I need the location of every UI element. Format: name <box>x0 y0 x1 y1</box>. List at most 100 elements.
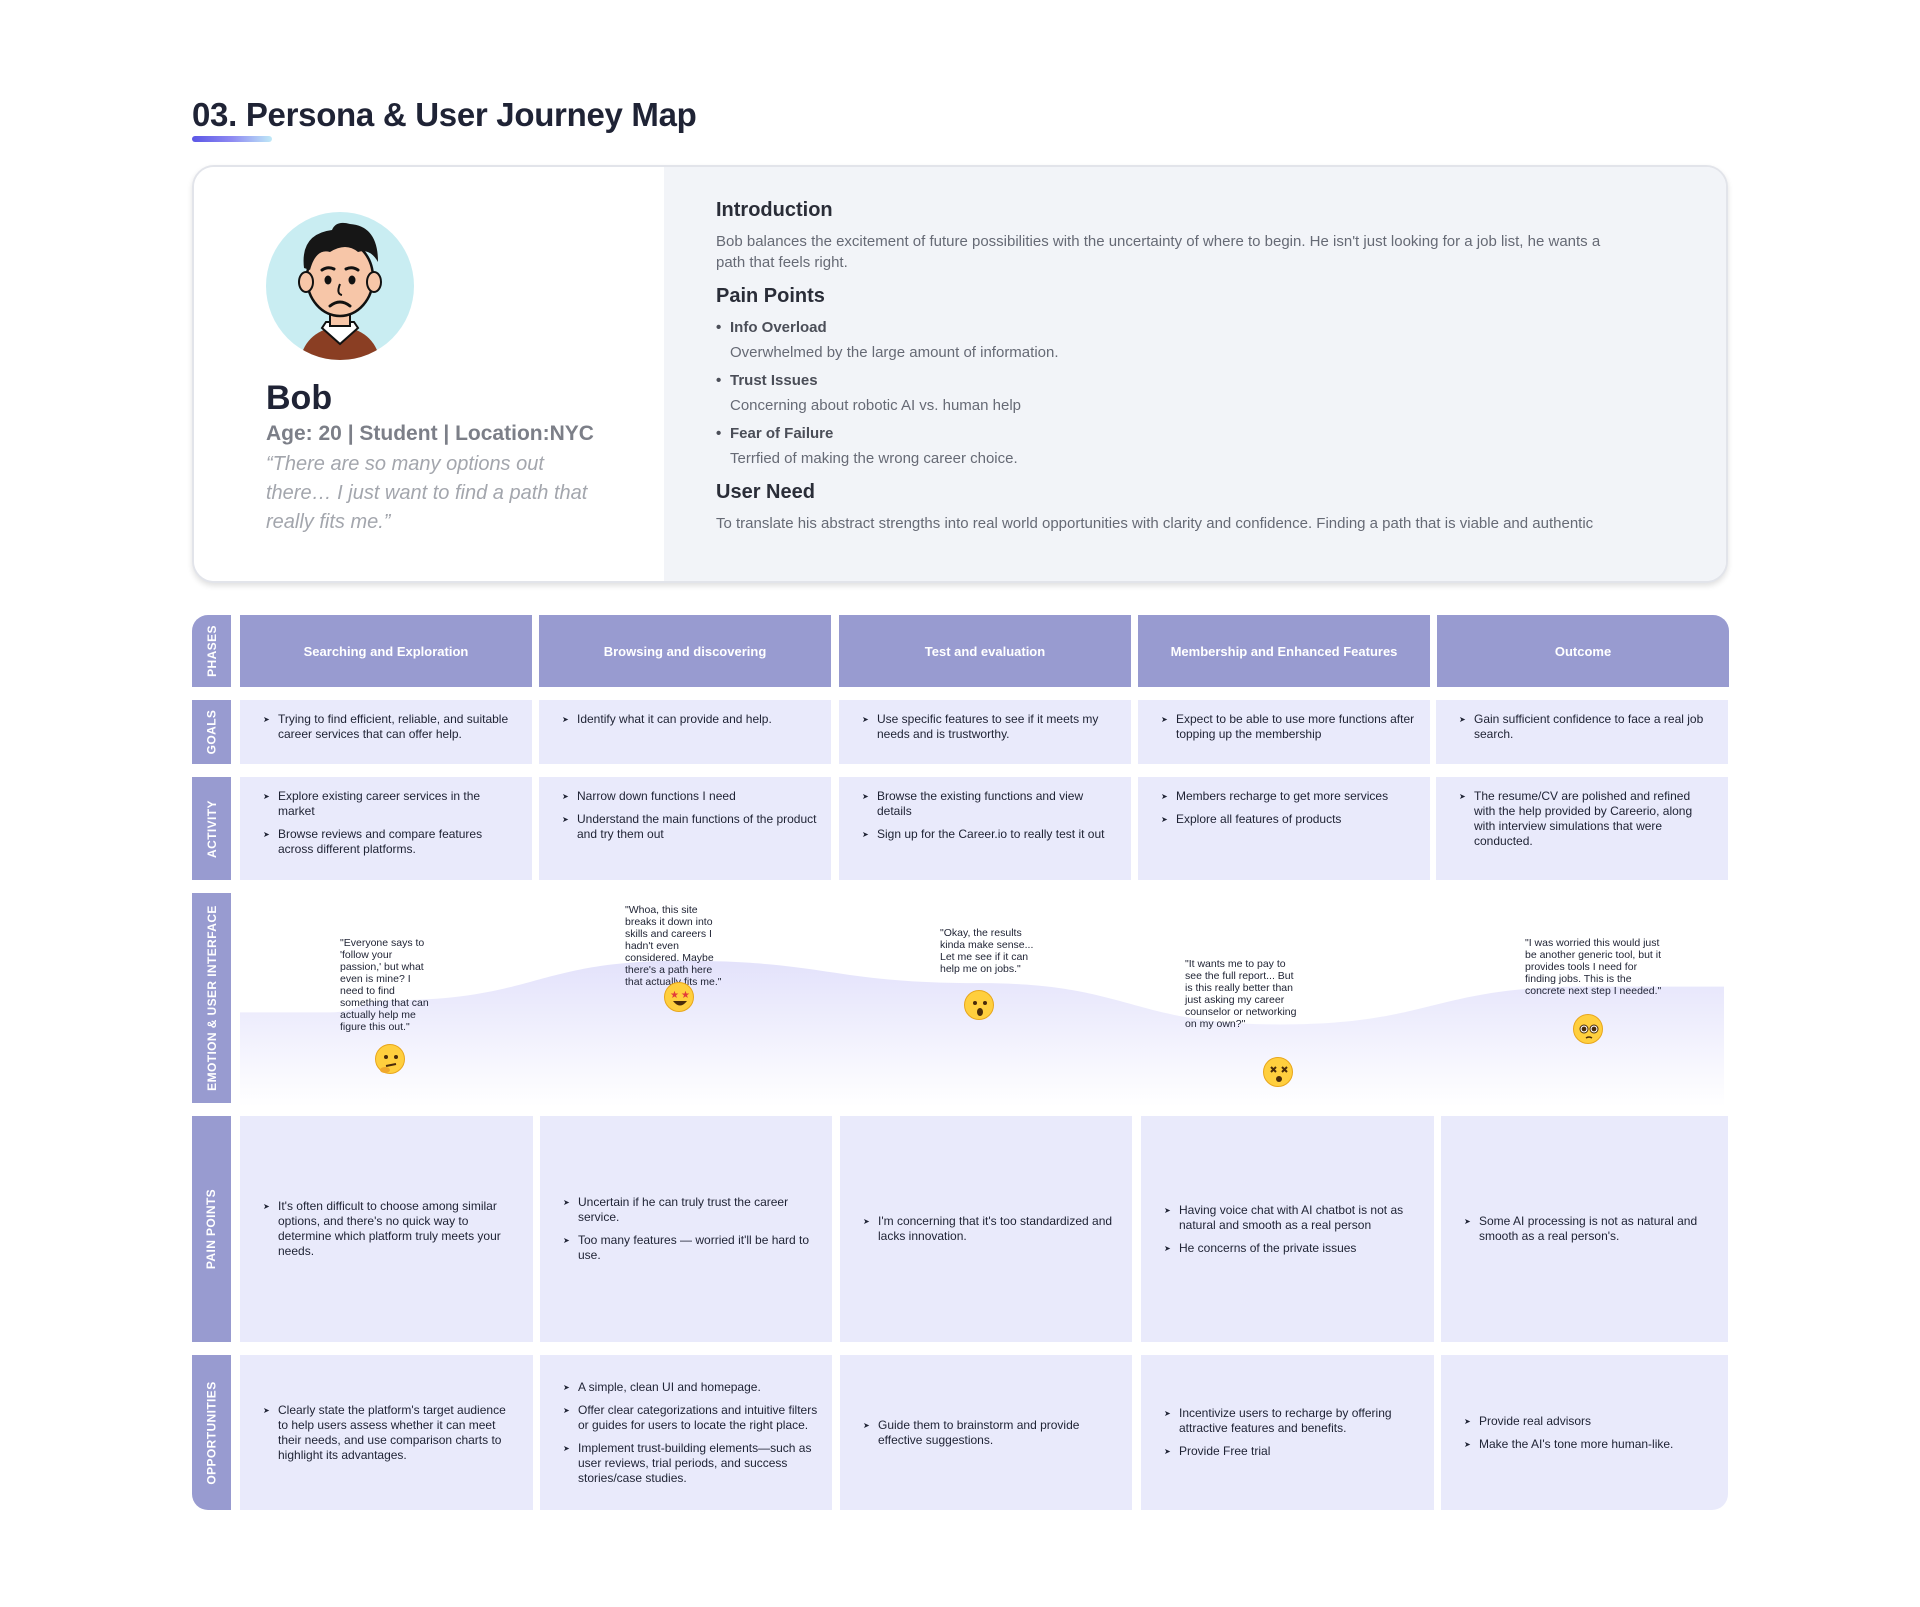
user-need-text: To translate his abstract strengths into… <box>716 515 1594 532</box>
row-label-goals: GOALS <box>192 700 231 764</box>
user-need-title: User Need <box>716 481 815 503</box>
opportunity-cell: A simple, clean UI and homepage. Offer cl… <box>540 1355 832 1510</box>
pain-point-title: Info Overload <box>716 319 1059 336</box>
activity-cell: Narrow down functions I needUnderstand t… <box>539 777 831 880</box>
thinking-face-icon <box>375 1044 405 1074</box>
row-label-text: OPPORTUNITIES <box>204 1380 219 1485</box>
dizzy-face-icon <box>1263 1057 1293 1087</box>
row-label-text: ACTIVITY <box>204 799 219 858</box>
star-struck-face-icon: ★★ <box>664 982 694 1012</box>
pain-point-bullet: It's often difficult to choose among sim… <box>256 1199 519 1259</box>
phase-header: Outcome <box>1437 615 1729 687</box>
activity-bullet: Explore existing career services in the … <box>256 789 518 819</box>
activity-bullet: Sign up for the Career.io to really test… <box>855 827 1117 842</box>
emotion-quote: "It wants me to pay to see the full repo… <box>1185 958 1297 1030</box>
surprised-face-icon <box>964 990 994 1020</box>
goal-bullet: Use specific features to see if it meets… <box>855 712 1117 742</box>
opportunity-bullet: A simple, clean UI and homepage. <box>556 1380 818 1395</box>
persona-card: Bob Age: 20 | Student | Location:NYC “Th… <box>192 165 1728 583</box>
phase-header: Membership and Enhanced Features <box>1138 615 1430 687</box>
opportunity-bullet: Clearly state the platform's target audi… <box>256 1403 519 1463</box>
opportunity-cell: Clearly state the platform's target audi… <box>240 1355 533 1510</box>
opportunity-cell: Provide real advisorsMake the AI's tone … <box>1441 1355 1728 1510</box>
pain-point-bullet: Having voice chat with AI chatbot is not… <box>1157 1203 1420 1233</box>
pain-point-cell: Some AI processing is not as natural and… <box>1441 1116 1728 1342</box>
persona-name: Bob <box>266 379 333 417</box>
goal-bullet: Trying to find efficient, reliable, and … <box>256 712 518 742</box>
activity-cell: The resume/CV are polished and refined w… <box>1436 777 1728 880</box>
row-label-phases: PHASES <box>192 615 231 687</box>
row-label-text: GOALS <box>204 709 219 755</box>
opportunity-bullet: Provide Free trial <box>1157 1444 1420 1459</box>
goal-bullet: Identify what it can provide and help. <box>555 712 817 727</box>
goal-bullet: Gain sufficient confidence to face a rea… <box>1452 712 1714 742</box>
phase-header: Test and evaluation <box>839 615 1131 687</box>
pain-point-item: Fear of Failure Terrfied of making the w… <box>716 425 1018 467</box>
activity-bullet: Members recharge to get more services <box>1154 789 1416 804</box>
pain-point-title: Fear of Failure <box>716 425 1018 442</box>
emotion-curve-svg <box>240 960 1724 1107</box>
pain-point-desc: Terrfied of making the wrong career choi… <box>730 450 1018 467</box>
emotion-quote: "Okay, the results kinda make sense... L… <box>940 927 1034 975</box>
pain-point-bullet: Some AI processing is not as natural and… <box>1457 1214 1714 1244</box>
pain-point-desc: Overwhelmed by the large amount of infor… <box>730 344 1059 361</box>
opportunity-bullet: Offer clear categorizations and intuitiv… <box>556 1403 818 1433</box>
row-label-text: PAIN POINTS <box>204 1188 219 1270</box>
emotion-quote: "I was worried this would just be anothe… <box>1525 937 1662 997</box>
opportunity-bullet: Incentivize users to recharge by offerin… <box>1157 1406 1420 1436</box>
opportunity-bullet: Guide them to brainstorm and provide eff… <box>856 1418 1118 1448</box>
row-label-activity: ACTIVITY <box>192 777 231 880</box>
persona-profile: Bob Age: 20 | Student | Location:NYC “Th… <box>194 167 664 581</box>
activity-cell: Explore existing career services in the … <box>240 777 532 880</box>
pain-point-bullet: Uncertain if he can truly trust the care… <box>556 1195 818 1225</box>
svg-text:★: ★ <box>681 990 690 1001</box>
activity-bullet: Browse the existing functions and view d… <box>855 789 1117 819</box>
row-label-text: EMOTION & USER INTERFACE <box>204 905 219 1091</box>
emotion-chart: "Everyone says to 'follow your passion,'… <box>240 892 1724 1107</box>
pain-point-bullet: I'm concerning that it's too standardize… <box>856 1214 1118 1244</box>
activity-cell: Members recharge to get more servicesExp… <box>1138 777 1430 880</box>
opportunity-bullet: Make the AI's tone more human-like. <box>1457 1437 1714 1452</box>
activity-bullet: Narrow down functions I need <box>555 789 817 804</box>
svg-text:★: ★ <box>670 990 679 1001</box>
phase-header: Browsing and discovering <box>539 615 831 687</box>
intro-title: Introduction <box>716 199 833 221</box>
emotion-quote: "Everyone says to 'follow your passion,'… <box>340 937 429 1033</box>
row-label-text: PHASES <box>204 625 219 677</box>
title-underline <box>192 136 272 142</box>
activity-bullet: Understand the main functions of the pro… <box>555 812 817 842</box>
pain-point-bullet: Too many features — worried it'll be har… <box>556 1233 818 1263</box>
opportunity-cell: Guide them to brainstorm and provide eff… <box>840 1355 1132 1510</box>
goal-cell: Expect to be able to use more functions … <box>1138 700 1430 764</box>
goal-cell: Identify what it can provide and help. <box>539 700 831 764</box>
pain-point-cell: I'm concerning that it's too standardize… <box>840 1116 1132 1342</box>
persona-meta: Age: 20 | Student | Location:NYC <box>266 422 594 445</box>
opportunity-bullet: Provide real advisors <box>1457 1414 1714 1429</box>
emotion-curve <box>240 960 1724 1107</box>
pain-point-desc: Concerning about robotic AI vs. human he… <box>730 397 1022 414</box>
intro-text: Bob balances the excitement of future po… <box>716 233 1601 271</box>
activity-bullet: The resume/CV are polished and refined w… <box>1452 789 1714 849</box>
pain-point-bullet: He concerns of the private issues <box>1157 1241 1420 1256</box>
goal-cell: Trying to find efficient, reliable, and … <box>240 700 532 764</box>
activity-bullet: Explore all features of products <box>1154 812 1416 827</box>
phase-header: Searching and Exploration <box>240 615 532 687</box>
persona-details: Introduction Bob balances the excitement… <box>664 167 1726 581</box>
goal-cell: Gain sufficient confidence to face a rea… <box>1436 700 1728 764</box>
emotion-quote: "Whoa, this site breaks it down into ski… <box>625 904 722 988</box>
opportunity-bullet: Implement trust-building elements—such a… <box>556 1441 818 1486</box>
pain-point-cell: Uncertain if he can truly trust the care… <box>540 1116 832 1342</box>
pain-point-item: Trust Issues Concerning about robotic AI… <box>716 372 1021 414</box>
pain-point-cell: Having voice chat with AI chatbot is not… <box>1141 1116 1434 1342</box>
activity-bullet: Browse reviews and compare features acro… <box>256 827 518 857</box>
persona-avatar-illustration <box>298 222 382 360</box>
avatar <box>266 212 414 360</box>
persona-quote: “There are so many options out there… I … <box>266 453 588 533</box>
pain-point-item: Info Overload Overwhelmed by the large a… <box>716 319 1059 361</box>
pain-point-title: Trust Issues <box>716 372 1021 389</box>
page-title: 03. Persona & User Journey Map <box>192 96 697 133</box>
pain-points-title: Pain Points <box>716 285 825 307</box>
goal-cell: Use specific features to see if it meets… <box>839 700 1131 764</box>
pain-point-cell: It's often difficult to choose among sim… <box>240 1116 533 1342</box>
row-label-emotion: EMOTION & USER INTERFACE <box>192 893 231 1103</box>
